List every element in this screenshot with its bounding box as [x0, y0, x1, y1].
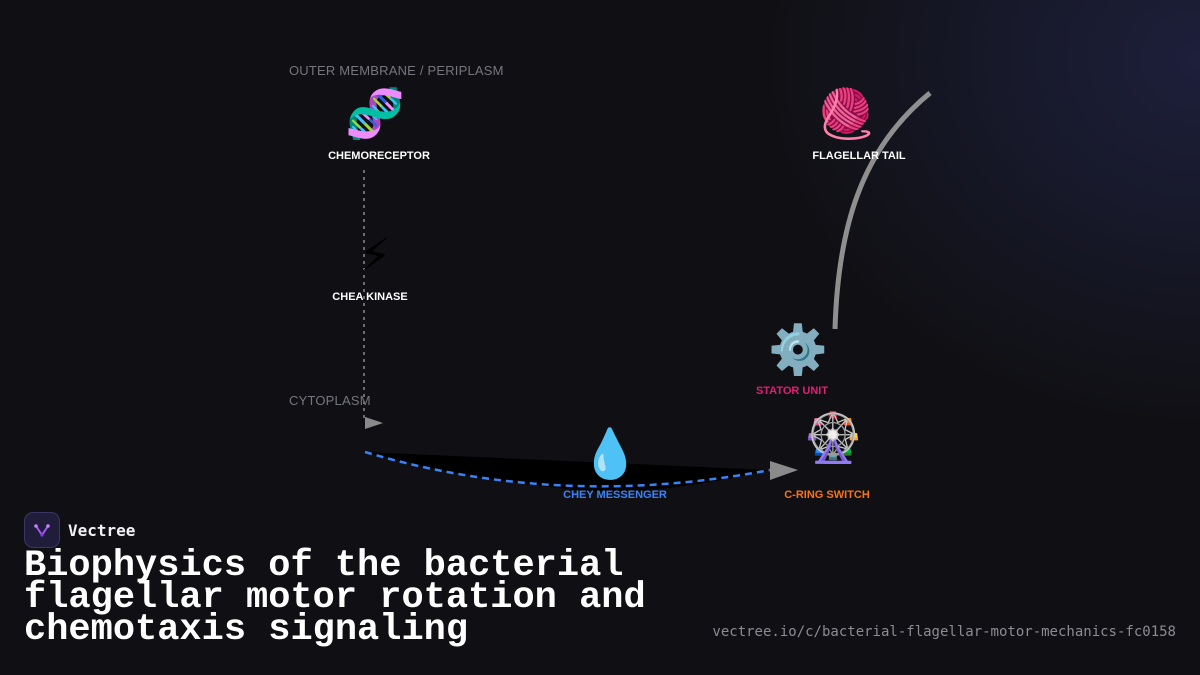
dna-icon: 🧬 — [345, 86, 405, 142]
vectree-logo-icon — [24, 512, 60, 548]
region-label-cytoplasm: CYTOPLASM — [289, 393, 371, 408]
yarn-icon: 🧶 — [816, 86, 876, 142]
source-url[interactable]: vectree.io/c/bacterial-flagellar-motor-m… — [712, 624, 1176, 640]
gear-icon: ⚙️ — [768, 322, 828, 378]
flagellar-filament — [832, 91, 932, 330]
messenger-arrowhead — [770, 461, 798, 480]
ferris-wheel-icon: 🎡 — [803, 410, 863, 466]
region-label-outer-membrane: OUTER MEMBRANE / PERIPLASM — [289, 63, 504, 78]
connector-arrowhead — [365, 417, 383, 429]
lightning-icon: ⚡ — [358, 228, 392, 284]
chea-kinase-label: CHEA KINASE — [332, 291, 408, 303]
chey-messenger-label: CHEY MESSENGER — [563, 489, 667, 501]
messenger-shadow — [365, 452, 770, 492]
stator-unit-label: STATOR UNIT — [755, 385, 829, 397]
brand: Vectree — [24, 512, 135, 548]
chemoreceptor-label: CHEMORECEPTOR — [328, 150, 430, 162]
droplet-icon: 💧 — [580, 426, 640, 482]
page-title: Biophysics of the bacterial flagellar mo… — [24, 545, 646, 651]
messenger-path — [364, 450, 771, 488]
c-ring-switch-label: C-RING SWITCH — [784, 489, 870, 501]
flagellar-tail-label: FLAGELLAR TAIL — [812, 150, 906, 162]
brand-name: Vectree — [68, 520, 136, 540]
